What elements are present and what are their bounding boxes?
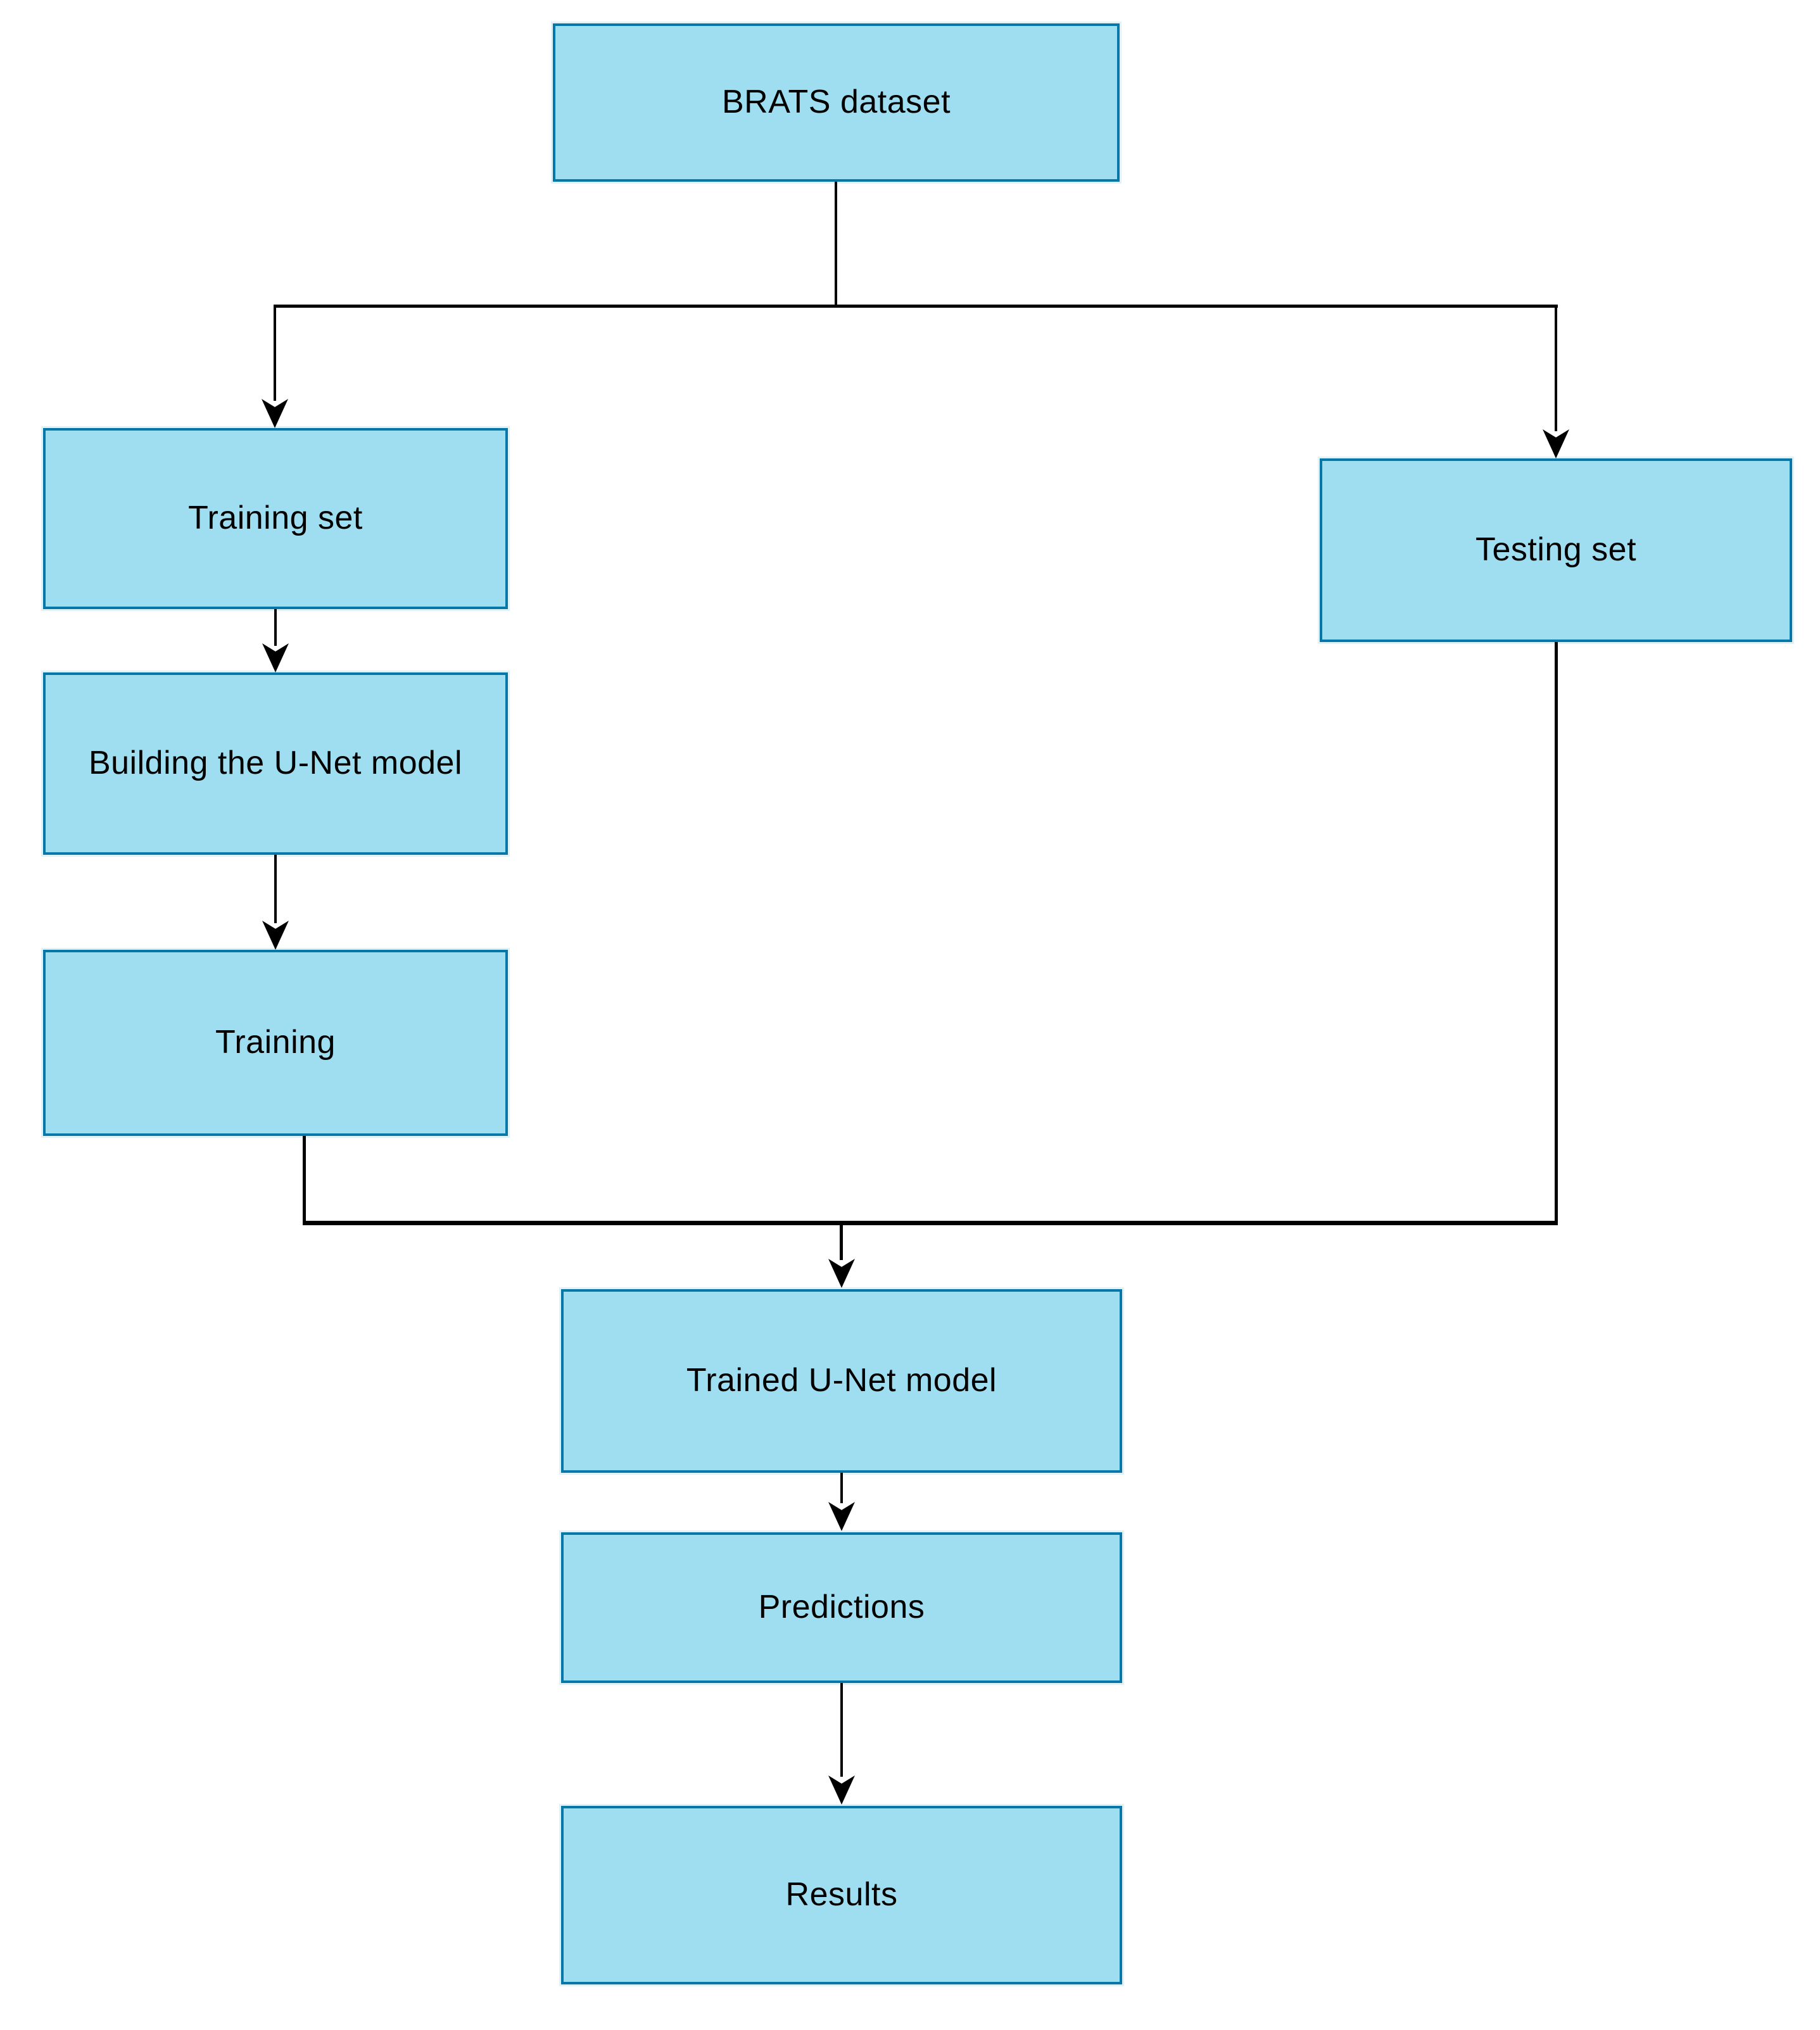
arrowhead-trainedunet-predictions [828,1502,855,1531]
connector-building-training-line [274,855,277,923]
node-label-training: Training [215,1024,336,1061]
node-label-trained-unet: Trained U-Net model [686,1362,997,1399]
arrowhead-to-testing-set [1543,429,1569,458]
node-label-brats-dataset: BRATS dataset [721,84,951,121]
arrowhead-merge-trainedunet [828,1259,855,1288]
connector-trainedunet-predictions-line [840,1473,843,1503]
node-brats-dataset: BRATS dataset [553,23,1120,182]
node-training-set: Training set [43,428,508,609]
connector-to-testing-set-line [1555,305,1557,431]
connector-training-merge-line [303,1136,306,1225]
connector-merge-horizontal-line [303,1221,1558,1225]
arrowhead-building-training [262,921,289,950]
connector-split-horizontal-line [274,305,1558,308]
node-trained-unet: Trained U-Net model [561,1289,1122,1473]
arrowhead-to-training-set [262,399,288,428]
connector-testingset-merge-line [1555,642,1558,1225]
connector-to-training-set-line [274,305,276,401]
arrowhead-predictions-results [828,1775,855,1805]
node-results: Results [561,1806,1122,1984]
node-label-results: Results [785,1876,898,1913]
arrowhead-trainingset-building [262,643,289,672]
node-label-predictions: Predictions [758,1589,925,1626]
node-label-building-unet: Building the U-Net model [88,745,463,782]
node-building-unet: Building the U-Net model [43,672,508,855]
connector-merge-trainedunet-line [840,1221,843,1260]
node-training: Training [43,950,508,1136]
node-predictions: Predictions [561,1532,1122,1683]
node-label-training-set: Training set [188,500,363,537]
node-testing-set: Testing set [1320,458,1792,642]
connector-predictions-results-line [840,1683,843,1777]
node-label-testing-set: Testing set [1475,531,1637,569]
connector-brats-down-line [835,182,837,308]
connector-trainingset-building-line [274,609,277,646]
